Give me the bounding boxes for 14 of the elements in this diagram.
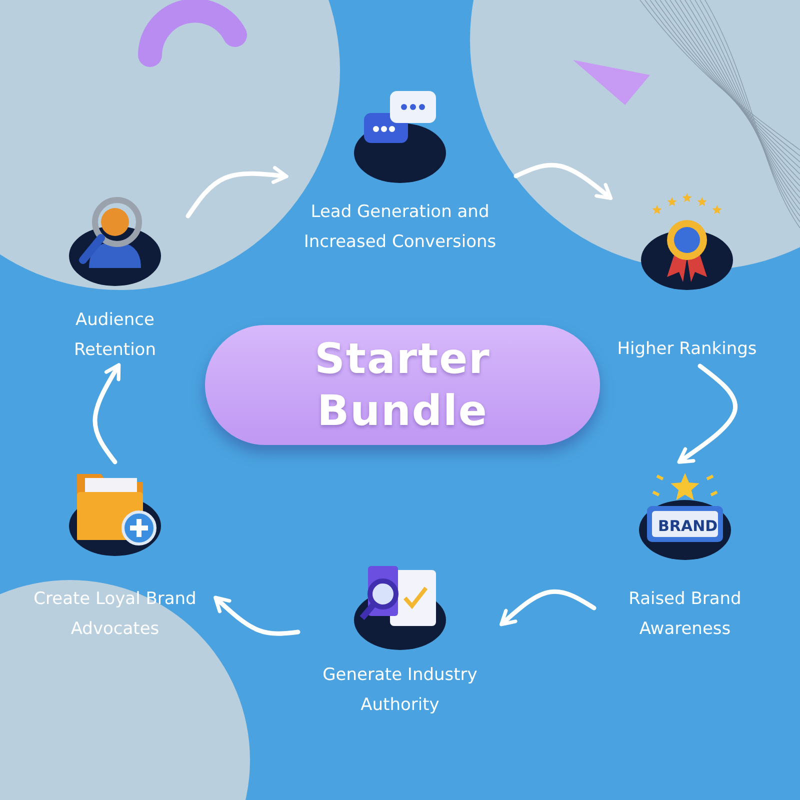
step-label: Raised Brand Awareness [628, 588, 742, 641]
curved-arrow [92, 363, 121, 464]
step-label: Higher Rankings [616, 338, 758, 361]
title-text: Starter Bundle [314, 333, 492, 437]
curved-arrow [500, 589, 596, 626]
step-label: Lead Generation and Increased Conversions [302, 201, 498, 254]
step-label: Generate Industry Authority [322, 664, 478, 717]
curved-arrow [186, 166, 288, 218]
curved-arrow [514, 162, 613, 200]
sign-text: BRAND [658, 517, 718, 535]
step-label: Audience Retention [73, 309, 157, 362]
curved-arrow [214, 596, 300, 636]
curved-arrow [677, 364, 738, 464]
step-label: Create Loyal Brand Advocates [32, 588, 198, 641]
